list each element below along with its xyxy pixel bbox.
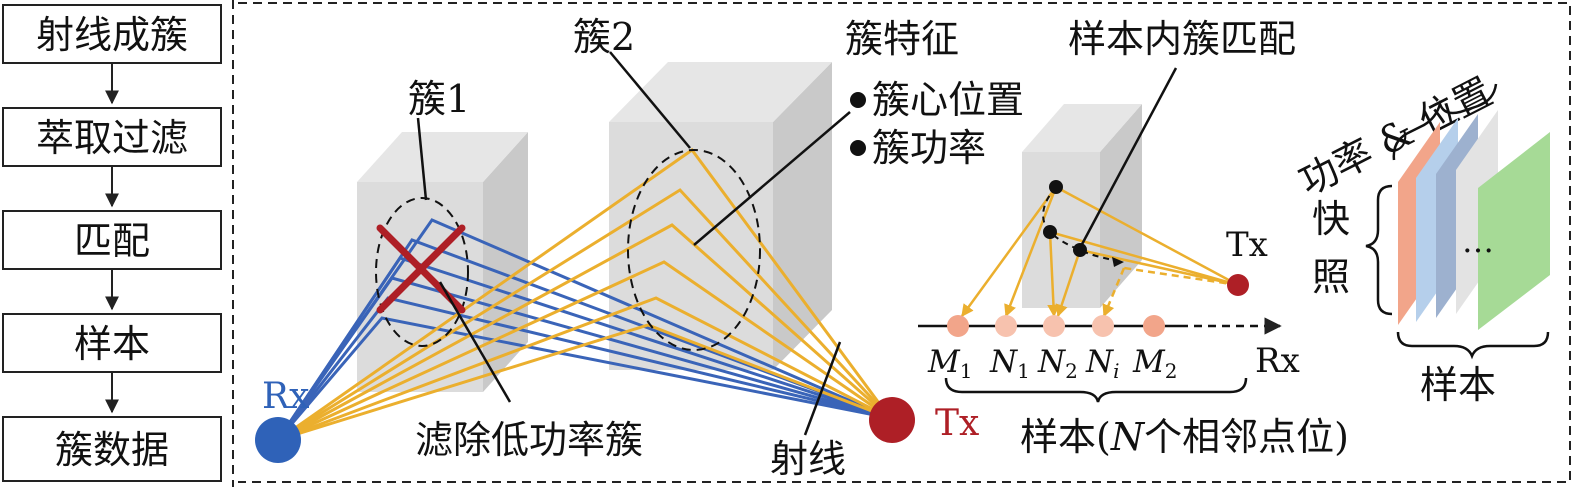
sample-point-m2 [1143,315,1165,337]
centroid-dot [1043,225,1057,239]
snapshot-label-2: 照 [1312,255,1350,299]
sample-rays [960,185,1239,318]
point-label-n2: N2 [1037,344,1078,383]
sample-point-m1 [947,315,969,337]
flow-step-1: 射线成簇 [36,13,188,57]
sample-caption: 样本(N个相邻点位) [1020,415,1349,459]
layers-ellipsis: … [1462,222,1494,260]
point-label-m1: M1 [927,344,972,383]
flow-step-3: 匹配 [74,219,150,263]
cluster-1-label: 簇1 [408,77,470,121]
scene: Rx Tx 簇1 簇2 滤除低功率簇 射线 簇特征 簇心位置 簇功率 [255,15,1024,481]
match-title: 样本内簇匹配 [1068,17,1296,61]
cluster-match-arrow-icon [1112,257,1124,267]
flow-box-2 [2,107,222,167]
cluster-match-path [1042,186,1121,263]
flowchart: 射线成簇 萃取过滤 匹配 样本 簇数据 [2,0,234,487]
tx-label: Tx [935,403,979,444]
flow-box-5 [2,416,222,482]
flow-box-4 [2,313,222,373]
layer-5 [1478,132,1550,330]
building-2 [609,62,832,370]
ray-label: 射线 [770,437,846,481]
flow-step-2: 萃取过滤 [36,116,188,160]
sample-point-n2 [1043,315,1065,337]
centroid-dot [1049,180,1063,194]
sample-bottom-label: 样本 [1420,363,1496,407]
point-label-n1: N1 [989,344,1030,383]
sample-brace [944,377,1248,403]
building-3 [1022,104,1142,308]
panel-frame [238,2,1571,483]
sample-matching: 样本内簇匹配 [918,17,1349,459]
cluster-2-ellipse [627,149,761,351]
cluster-1-ellipse [375,197,469,347]
filter-label: 滤除低功率簇 [415,418,643,462]
match-leader-line [1078,67,1178,249]
building-1 [357,132,528,392]
top-brace [1392,83,1498,161]
cluster-2-label: 簇2 [573,15,635,59]
feature-bullet-2: 簇功率 [872,126,986,170]
bullet-icon [850,140,866,156]
flow-box-3 [2,210,222,270]
feature-bullet-1: 簇心位置 [872,78,1024,122]
bottom-brace [1396,331,1550,360]
feature-title: 簇特征 [845,17,959,61]
flow-step-4: 样本 [74,322,150,366]
tx-node-icon [869,397,915,443]
point-label-ni: Ni [1085,344,1120,383]
sample-rx-label: Rx [1255,341,1300,381]
leader-lines [416,51,851,436]
rx-node-icon [255,417,301,463]
snapshot-stack: 功率 & 位置 … 快 照 样本 [1292,69,1550,407]
centroid-dot [1073,243,1087,257]
sample-point-n1 [995,315,1017,337]
sample-tx-label: Tx [1226,225,1268,265]
sample-tx-icon [1227,274,1249,296]
flow-step-5: 簇数据 [55,428,169,472]
rx-label: Rx [262,376,309,417]
point-label-m2: M2 [1132,344,1177,383]
bullet-icon [850,92,866,108]
left-brace [1365,184,1393,316]
snapshot-label-1: 快 [1312,197,1350,241]
sample-point-ni [1092,315,1114,337]
